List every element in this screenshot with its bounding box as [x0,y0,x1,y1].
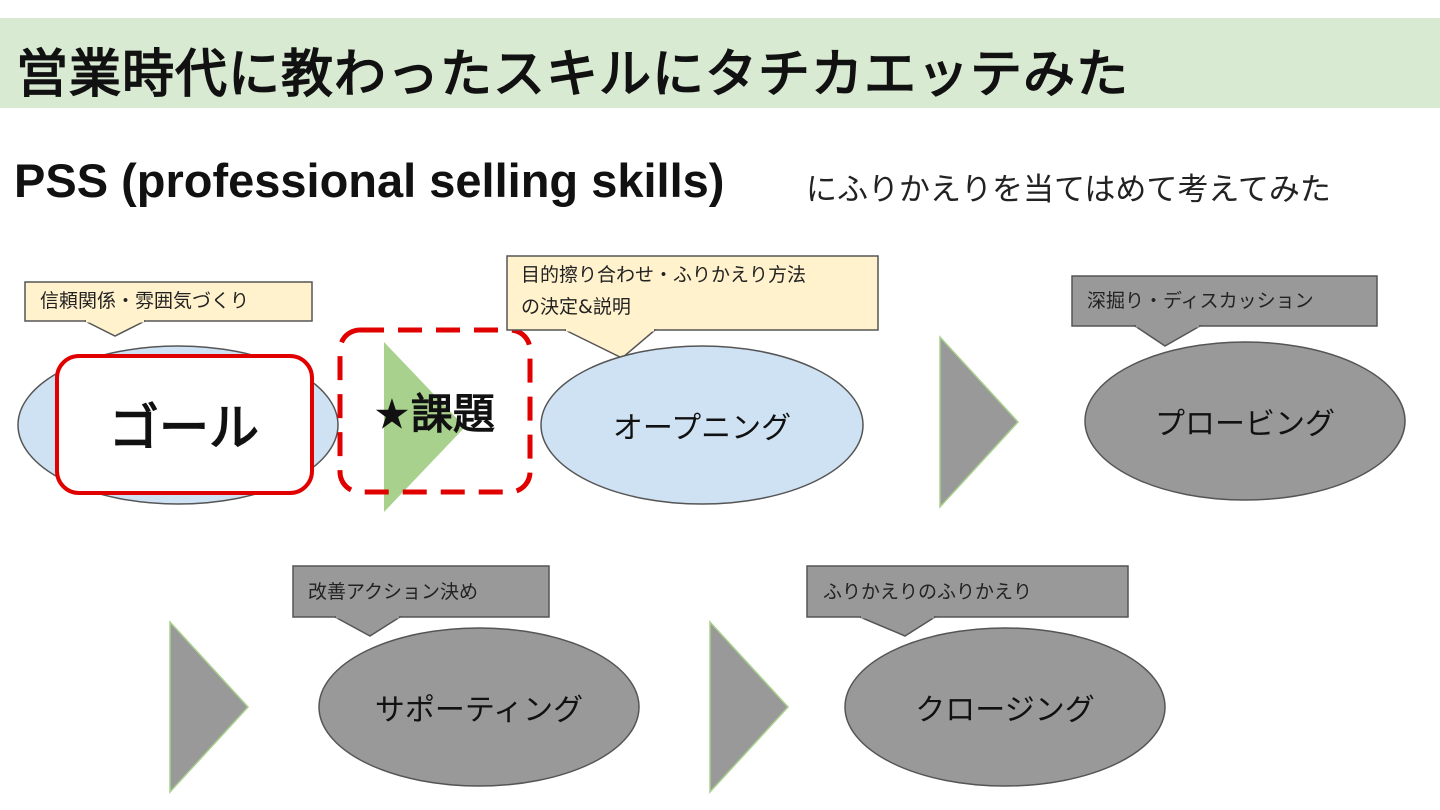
stage-goal-label: ゴール [109,399,259,457]
callout-trust-text: 信頼関係・雰囲気づくり [40,290,250,312]
probing-ellipse [1084,341,1406,501]
callout-retro-box [806,565,1129,618]
callout-probe-box [1071,275,1378,327]
callout-trust-pointer [84,320,146,337]
callout-purpose-box [506,255,879,331]
opening-ellipse [540,345,864,505]
supporting-ellipse [318,627,640,787]
stage-supporting-label: サポーティング [374,693,584,728]
subtitle-main: PSS (professional selling skills) [14,154,725,207]
arrow-to-closing [709,620,790,794]
stage-issue-label: ★課題 [373,389,495,439]
callout-retro-pointer [859,616,938,637]
callout-purpose-text-line2: の決定&説明 [521,296,631,318]
stage-probing-label: プロービング [1155,407,1335,442]
title-bar: 営業時代に教わったスキルにタチカエッテみた [0,18,1440,108]
callout-trust-box [24,281,313,322]
goal-highlight-box [55,354,314,495]
issue-dashed-box [337,327,533,495]
callout-improve-box [292,565,550,618]
callout-purpose-text-line1: 目的擦り合わせ・ふりかえり方法 [521,264,807,286]
subtitle-sub: にふりかえりを当てはめて考えてみた [806,172,1331,208]
callout-retro-text: ふりかえりのふりかえり [823,581,1033,603]
page-title: 営業時代に教わったスキルにタチカエッテみた [16,45,1130,105]
stage-opening-label: オープニング [612,411,792,446]
callout-probe-pointer [1132,325,1203,347]
stage-closing-label: クロージング [915,693,1095,728]
callout-probe-text: 深掘り・ディスカッション [1087,290,1314,312]
issue-arrow [384,342,465,512]
arrow-to-probing [939,335,1020,509]
callout-improve-pointer [334,616,403,637]
closing-ellipse [844,627,1166,787]
arrow-to-supporting [169,620,250,794]
callout-improve-text: 改善アクション決め [308,581,479,603]
